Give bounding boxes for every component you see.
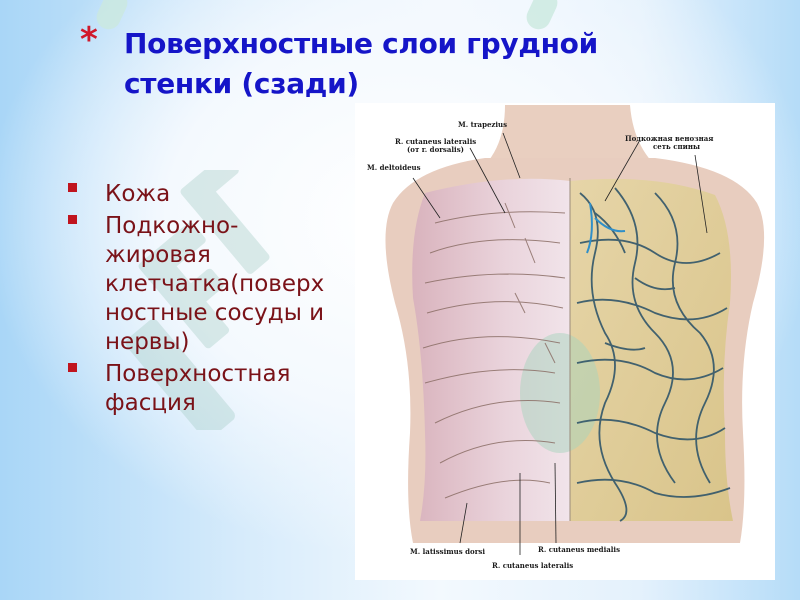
- torso-illustration: [385, 105, 765, 555]
- label-latissimus-dorsi: M. latissimus dorsi: [410, 547, 485, 556]
- label-deltoideus: M. deltoideus: [367, 163, 421, 172]
- bullet-item: Кожа: [66, 180, 336, 209]
- bullet-item: Подкожно-жировая клетчатка(поверх ностны…: [66, 212, 336, 357]
- label-cutaneus-lateralis: R. cutaneus lateralis: [492, 561, 574, 570]
- title-bullet-icon: *: [80, 20, 98, 60]
- page-title: Поверхностные слои грудной стенки (сзади…: [124, 27, 598, 100]
- label-cutaneus-lateralis-dorsalis-sub: (от r. dorsalis): [407, 145, 464, 154]
- anatomy-figure: M. trapezius R. cutaneus lateralis (от r…: [355, 103, 775, 580]
- label-trapezius: M. trapezius: [458, 120, 508, 129]
- bullet-list: Кожа Подкожно-жировая клетчатка(поверх н…: [66, 180, 336, 421]
- label-venous-network-sub: сеть спины: [653, 142, 700, 151]
- bullet-text: Кожа: [105, 181, 171, 207]
- bullet-item: Поверхностная фасция: [66, 360, 336, 418]
- label-cutaneus-lateralis-dorsalis: R. cutaneus lateralis: [395, 137, 477, 146]
- label-cutaneus-medialis: R. cutaneus medialis: [538, 545, 621, 554]
- square-bullet-icon: [68, 215, 77, 224]
- square-bullet-icon: [68, 183, 77, 192]
- bullet-text: Подкожно-жировая клетчатка(поверх ностны…: [105, 213, 325, 355]
- bullet-text: Поверхностная фасция: [105, 361, 291, 416]
- square-bullet-icon: [68, 363, 77, 372]
- label-venous-network: Подкожная венозная: [625, 134, 714, 143]
